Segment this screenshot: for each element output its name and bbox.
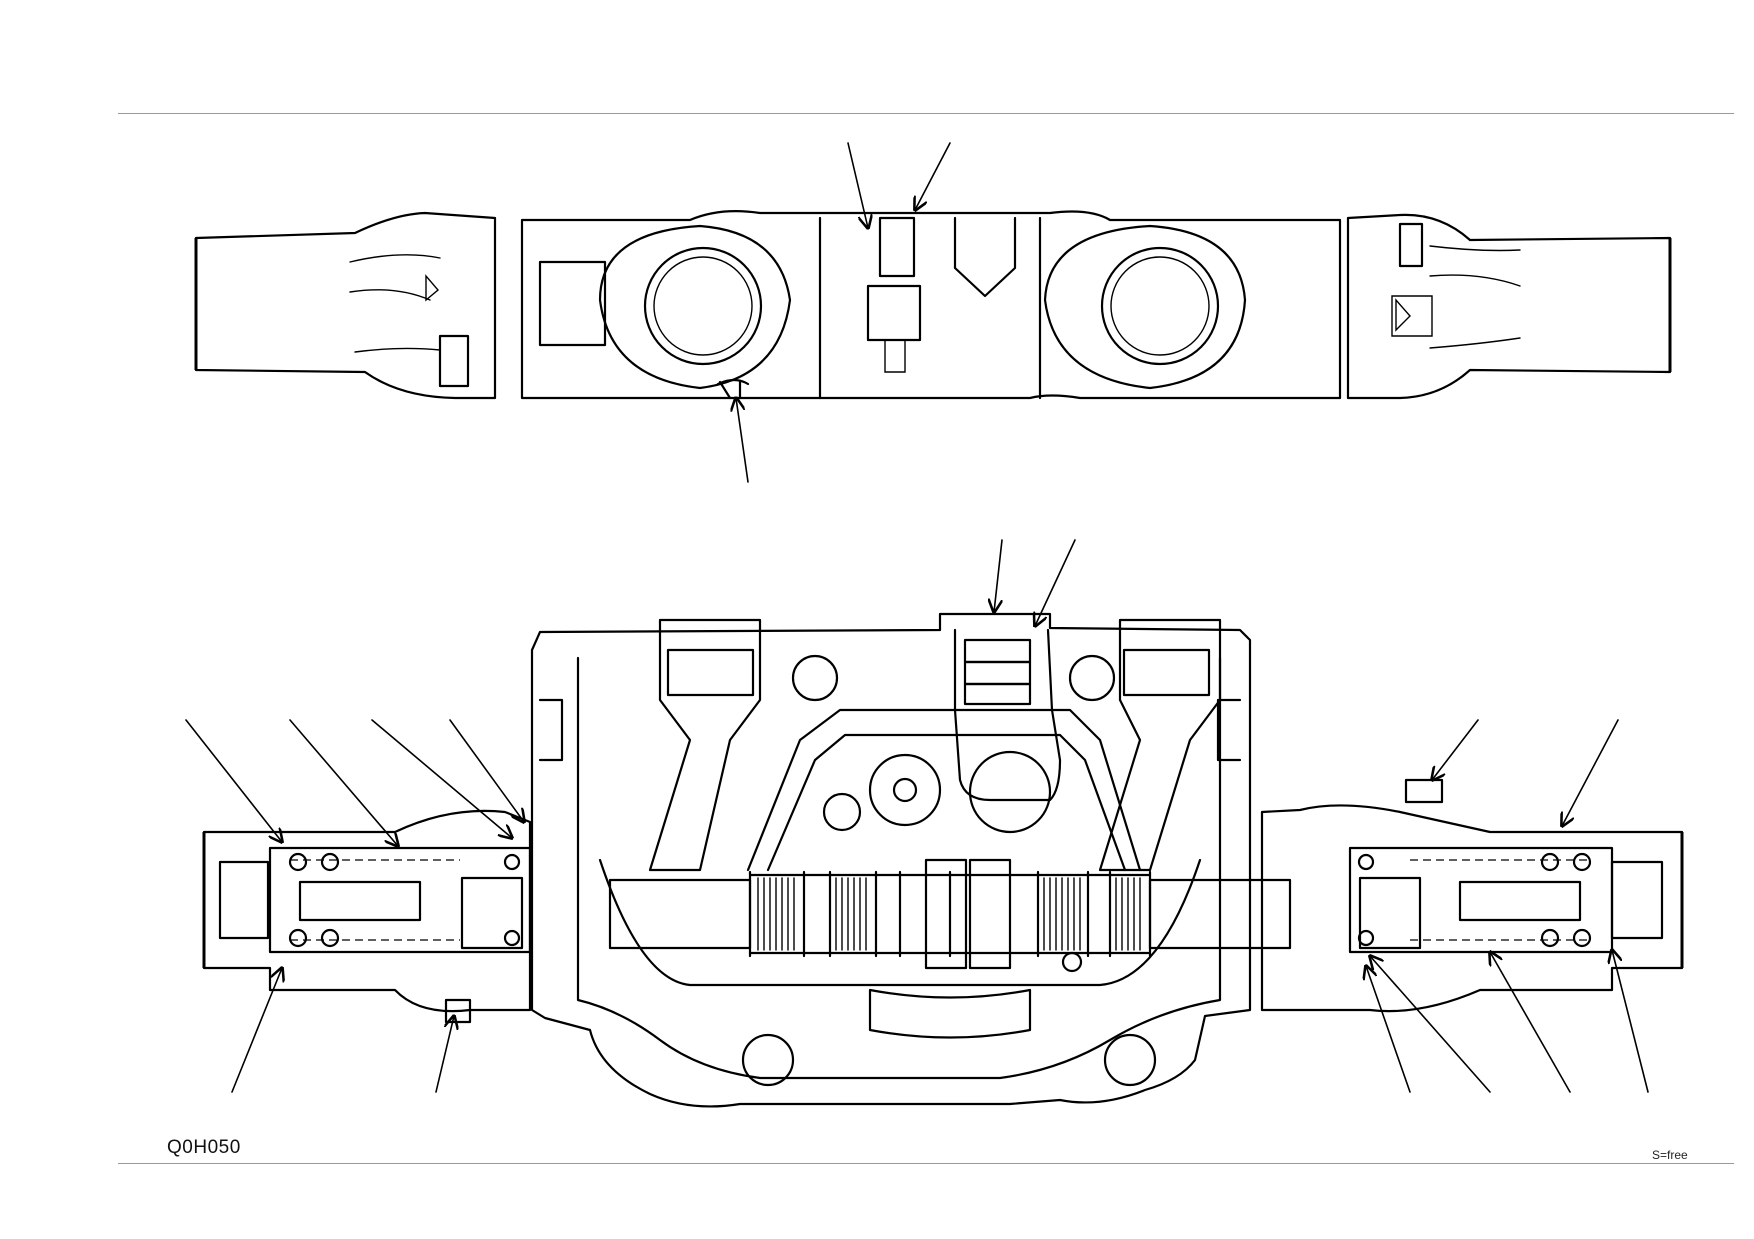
spool-lands bbox=[750, 860, 1150, 968]
bottom-left-spring-cap bbox=[204, 811, 530, 1011]
top-view bbox=[196, 143, 1670, 482]
top-right-nub bbox=[1400, 224, 1422, 266]
right-spring-chamber bbox=[1350, 848, 1612, 952]
left-spring-chamber bbox=[270, 848, 530, 952]
top-left-end-cap bbox=[196, 213, 495, 398]
bottom-border-line bbox=[118, 1163, 1734, 1164]
top-left-nub bbox=[440, 336, 468, 386]
top-center-plug bbox=[880, 218, 914, 276]
top-border-line bbox=[118, 113, 1734, 114]
bottom-main-body bbox=[532, 614, 1250, 1106]
drawing-code-label: Q0H050 bbox=[167, 1137, 241, 1158]
top-main-body bbox=[522, 211, 1340, 398]
scale-note-label: S=free bbox=[1652, 1148, 1688, 1162]
bottom-view bbox=[186, 540, 1682, 1106]
bottom-right-spring-cap bbox=[1262, 805, 1682, 1011]
